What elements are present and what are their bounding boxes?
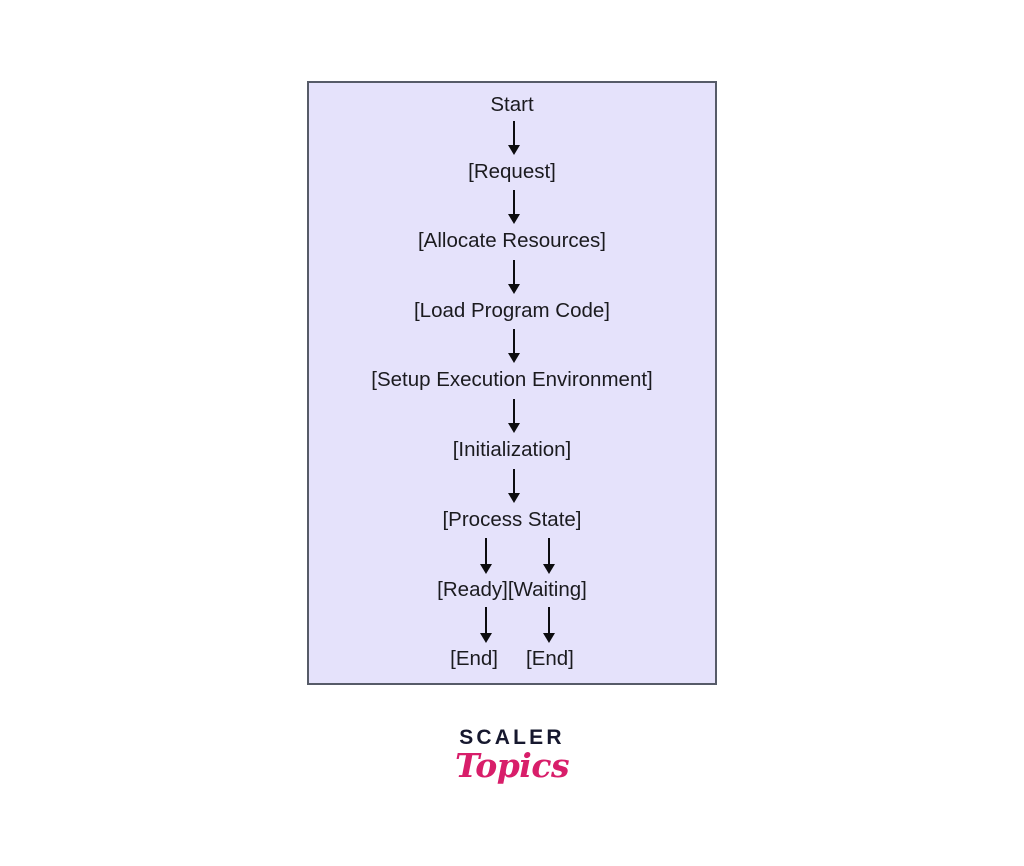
branch-state-row: [Ready][Waiting] bbox=[309, 579, 715, 601]
flow-node-initialization: [Initialization] bbox=[452, 438, 572, 461]
brand-logo: SCALER Topics bbox=[0, 726, 1024, 784]
brand-script-topics: Topics bbox=[454, 746, 570, 785]
flow-node-allocate-resources: [Allocate Resources] bbox=[417, 229, 606, 252]
flow-node-ready: [Ready] bbox=[437, 578, 508, 601]
flow-node-process-state: [Process State] bbox=[442, 508, 582, 531]
brand-wordmark-scaler: SCALER bbox=[459, 726, 565, 749]
flow-node-setup-execution-environment: [Setup Execution Environment] bbox=[371, 368, 653, 391]
flow-node-load-program-code: [Load Program Code] bbox=[413, 299, 610, 322]
flow-node-end-left: [End] bbox=[450, 647, 498, 670]
branch-end-row: [End] [End] bbox=[309, 648, 715, 670]
flow-node-start: Start bbox=[490, 93, 534, 116]
flow-node-end-right: [End] bbox=[526, 647, 574, 670]
flowchart-panel: Start [Request] [Allocate Resources] [Lo… bbox=[307, 81, 717, 685]
flow-node-request: [Request] bbox=[468, 160, 556, 183]
flow-stack: Start [Request] [Allocate Resources] [Lo… bbox=[309, 83, 715, 683]
flow-node-waiting: [Waiting] bbox=[507, 578, 587, 601]
